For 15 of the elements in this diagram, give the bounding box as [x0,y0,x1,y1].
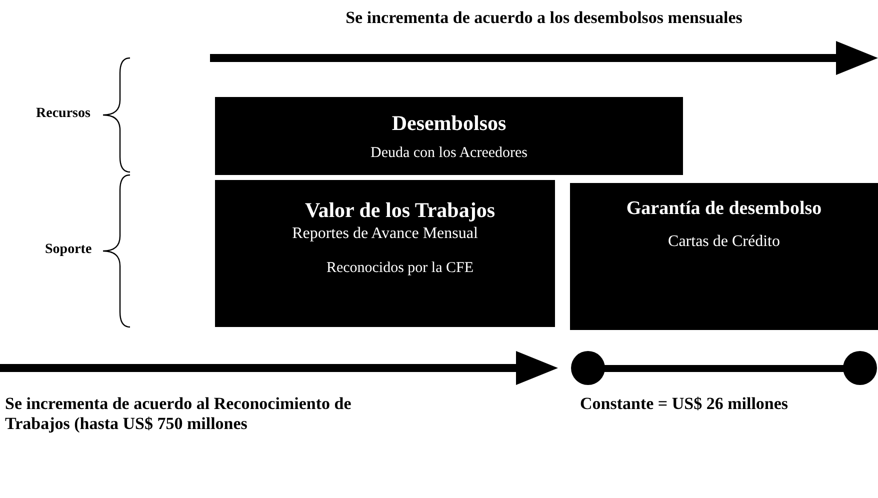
description-text: Reconocidos por la CFE [325,260,475,277]
heading: Garantía de desembolso [625,198,823,220]
heading: Valor de los Trabajos [304,198,496,223]
dark-box [570,183,878,330]
row-label: Soporte [45,242,92,258]
description-text: Reportes de Avance Mensual [291,225,479,243]
dark-box [215,97,683,175]
heading: Desembolsos [390,111,508,136]
note-text: Se incrementa de acuerdo al Reconocimiento de Trabajos (hasta US$ 750 millones [5,394,352,434]
dark-box [215,180,555,327]
description-text: Cartas de Crédito [667,233,781,251]
note-text: Constante = US$ 26 millones [580,394,788,414]
row-label: Recursos [36,106,90,122]
heading-label: Se incrementa de acuerdo a los desembolsos mensuales [344,8,744,28]
subtitle-text: Deuda con los Acreedores [369,145,529,162]
